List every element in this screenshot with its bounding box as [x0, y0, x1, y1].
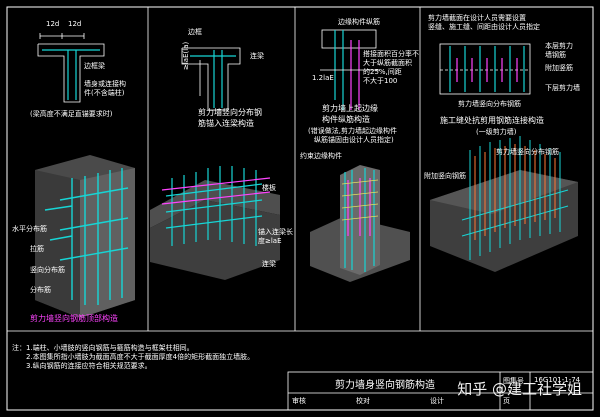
panel4-3d-wall [430, 136, 578, 272]
panel4-subcaption: (一级剪力墙) [476, 128, 517, 136]
set-label: 图集号 [503, 377, 524, 385]
panel4-caption: 施工缝处抗剪用钢筋连接构造 [440, 116, 544, 125]
panel1-section-drawing [37, 33, 105, 103]
boundary-label: 约束边缘构件 [300, 152, 342, 160]
panel4-note: 竖缝、施工缝、间距由设计人员指定 [428, 23, 540, 31]
slab-label: 楼板 [262, 184, 276, 192]
extra-bar-label: 附加竖筋 [545, 64, 573, 72]
spec-label: 搭接面积百分率不 [363, 50, 419, 58]
spec-label: 不大于100 [363, 77, 398, 85]
design-label: 设计 [430, 397, 444, 405]
beam-label: 边框梁 [84, 62, 105, 70]
frame-label: 边框 [188, 28, 202, 36]
spec-label: 的25%,间距 [363, 68, 402, 76]
title-block-grid [287, 371, 594, 411]
panel4-section-drawing [439, 43, 531, 95]
panel4-note: 剪力墙截面在设计人员需要设置 [428, 14, 526, 22]
wall-label: 件(不含端柱) [84, 89, 125, 97]
page-label: 页 [503, 397, 510, 405]
anchor-length-label: ≥laE(la) [182, 41, 190, 70]
distribution-bar-label: 分布筋 [30, 286, 51, 294]
panel2-3d-wall [150, 166, 280, 280]
anchor-label: 锚入连梁长 [258, 228, 293, 236]
small-bar-label: 剪力墙竖向分布钢筋 [496, 148, 559, 156]
side-bar-label: 附加竖向钢筋 [424, 172, 466, 180]
panel2-caption: 筋锚入连梁构造 [198, 119, 254, 128]
panel3-caption: 构件纵筋构造 [322, 115, 370, 124]
upper-wall-label: 本层剪力 [545, 42, 573, 50]
panel3-3d-column [310, 165, 410, 282]
spec-label: 大于纵筋截面积 [363, 59, 412, 67]
wall-label: 墙身或连接构 [84, 80, 126, 88]
dim-label: 12d [46, 20, 60, 28]
dim-label: 12d [68, 20, 82, 28]
note-line: 注：1.端柱、小墙肢的竖向钢筋与箍筋构造与框架柱相同。 [12, 344, 194, 352]
tie-label: 拉筋 [30, 245, 44, 253]
panel1-caption: 剪力墙竖向钢筋顶部构造 [30, 314, 118, 323]
set-number: 16G101-1-74 [534, 376, 581, 384]
note-line: 2.本图集所指小墙肢为截面高度不大于截面厚度4倍的矩形截面独立墙肢。 [26, 353, 255, 361]
panel1-3d-wall [35, 155, 135, 318]
watermark-text: 知乎 @建工社学姐 [457, 380, 582, 398]
link-beam-label: 连梁 [250, 52, 264, 60]
panel3-caption: 剪力墙上起边缘 [322, 104, 378, 113]
lap-length-label: 1.2laE [312, 74, 334, 82]
vertical-bar-label: 竖向分布筋 [30, 266, 65, 274]
edge-bar-label: 边缘构件纵筋 [338, 18, 380, 26]
note-label: (梁高度不满足直锚要求时) [30, 110, 113, 118]
link-beam-label: 连梁 [262, 260, 276, 268]
horizontal-bar-label: 水平分布筋 [12, 225, 47, 233]
upper-wall-label: 墙钢筋 [545, 51, 566, 59]
panel3-subcaption: 纵筋锚固由设计人员指定) [314, 136, 394, 144]
check-label: 校对 [356, 397, 370, 405]
note-line: 3.纵向钢筋的连接应符合相关规范要求。 [26, 362, 152, 370]
drawing-title: 剪力墙身竖向钢筋构造 [335, 380, 435, 391]
panel3-subcaption: (错误做法,剪力墙起边缘构件 [308, 127, 397, 135]
anchor-label: 度≥laE [258, 237, 282, 245]
distribution-bar-label: 剪力墙竖向分布钢筋 [458, 100, 521, 108]
panel2-caption: 剪力墙竖向分布钢 [198, 108, 262, 117]
review-label: 审核 [292, 397, 306, 405]
lower-wall-label: 下层剪力墙 [545, 84, 580, 92]
panel3-section-drawing [320, 29, 380, 110]
panel2-section-drawing [181, 47, 241, 111]
